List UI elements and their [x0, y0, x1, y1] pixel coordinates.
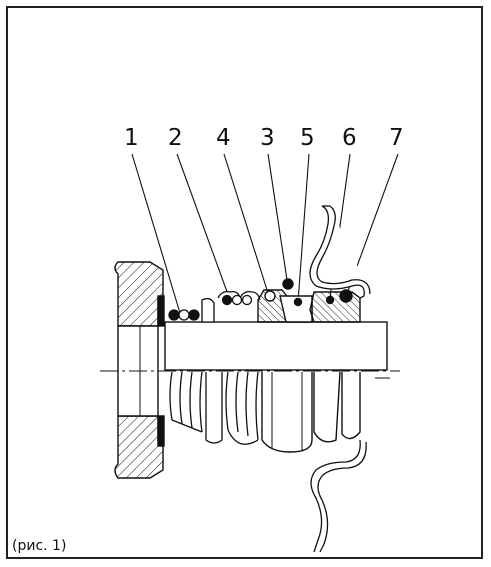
callout-labels: 1 2 4 3 5 6 7 [124, 125, 404, 151]
drive-collar [201, 297, 223, 444]
housing-wall [309, 205, 371, 553]
stationary-seat [309, 289, 361, 443]
callout-label-6: 6 [342, 125, 357, 151]
leader-line-5 [297, 153, 310, 303]
callout-label-5: 5 [300, 125, 315, 151]
bellows [217, 290, 261, 445]
callout-label-7: 7 [389, 125, 404, 151]
housing-upper [114, 261, 164, 327]
gasket-lower [157, 415, 165, 447]
callout-label-2: 2 [168, 125, 183, 151]
leader-line-4 [223, 153, 269, 294]
figure-caption: (рис. 1) [12, 538, 67, 554]
gasket-upper [157, 295, 165, 327]
o-ring-7 [339, 289, 353, 303]
leader-line-1 [131, 153, 181, 314]
figure-frame [6, 6, 483, 559]
o-ring-4 [264, 290, 276, 302]
callout-label-1: 1 [124, 125, 139, 151]
housing-lower [114, 415, 164, 479]
o-ring-3 [282, 278, 294, 290]
rotating-seal-face [257, 278, 313, 453]
leader-line-2 [176, 153, 231, 301]
housing-section [114, 261, 165, 479]
shaft [100, 321, 400, 379]
spring [168, 309, 203, 433]
callout-label-4: 4 [216, 125, 231, 151]
leader-line-3 [267, 153, 288, 281]
callout-label-3: 3 [260, 125, 275, 151]
